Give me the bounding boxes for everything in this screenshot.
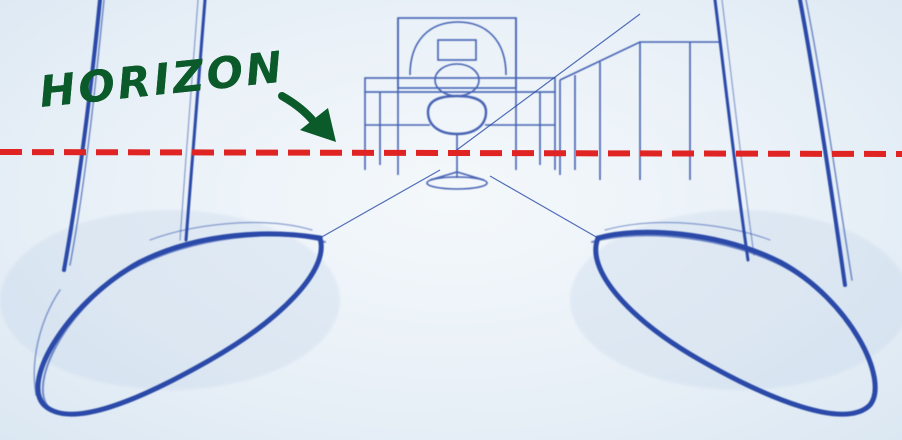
background-shading: [0, 210, 902, 390]
horizon-line: [0, 152, 902, 154]
arrow-down-right-icon: [282, 96, 336, 142]
room-sketch: [365, 18, 720, 189]
